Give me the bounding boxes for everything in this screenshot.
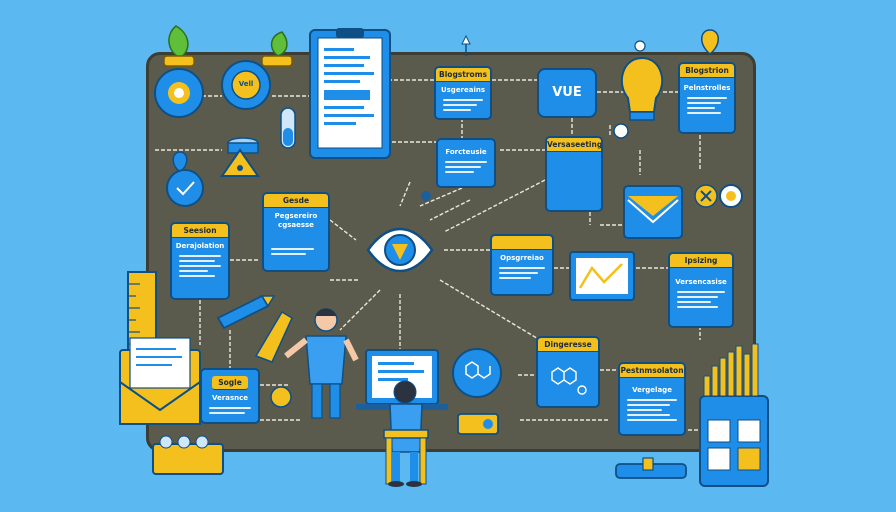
node-pestnmsolaton: Pestnmsolaton Vergelage xyxy=(618,362,686,436)
gauge-icon xyxy=(271,387,291,407)
node-dingeresse: Dingeresse xyxy=(536,336,600,408)
node-text-lines xyxy=(687,97,727,114)
node-header: Seesion xyxy=(172,224,228,238)
envelope-icon xyxy=(120,338,200,424)
marker-icon xyxy=(462,36,470,56)
node-text-lines xyxy=(209,407,251,414)
test-tube-icon xyxy=(281,108,295,148)
node-title: Vergelage xyxy=(620,386,684,395)
node-text-lines xyxy=(677,291,725,308)
vue-badge-label: VUE xyxy=(552,85,582,100)
node-title: Pelnstrolles xyxy=(680,84,734,93)
vue-logo-badge: VUE xyxy=(537,68,597,118)
trend-card-icon xyxy=(570,252,634,300)
node-header xyxy=(492,236,552,250)
node-opsgrreiao: Opsgrreiao xyxy=(490,234,554,296)
toggle-icon xyxy=(458,414,498,434)
node-seesion: Seesion Derajolation xyxy=(170,222,230,300)
molecule-icon xyxy=(453,349,501,397)
network-icon xyxy=(538,352,598,404)
node-header: Ipsizing xyxy=(670,254,732,268)
node-header: Blogstroms xyxy=(436,68,490,82)
node-text-lines xyxy=(443,99,483,111)
node-text-lines xyxy=(271,248,321,255)
slider-icon xyxy=(616,458,686,478)
node-versaseeting: Versaseeting xyxy=(545,136,603,212)
node-title: Derajolation xyxy=(172,242,228,251)
chest-icon xyxy=(153,436,223,474)
node-title: Versencasise xyxy=(670,278,732,287)
node-header: Blogstrion xyxy=(680,64,734,78)
lightbulb-icon xyxy=(622,41,662,120)
person-figure xyxy=(256,309,356,419)
hub-label: Vell xyxy=(236,80,256,88)
node-blogstroms: Blogstroms Usgereains xyxy=(434,66,492,120)
node-text-lines xyxy=(179,255,221,277)
node-text-lines xyxy=(445,161,487,173)
clipboard-document-icon xyxy=(310,28,390,158)
node-title: Opsgrreiao xyxy=(492,254,552,263)
node-header: Dingeresse xyxy=(538,338,598,352)
node-forcteusie: Forcteusie xyxy=(436,138,496,188)
node-text-lines xyxy=(627,399,677,421)
plant-icon xyxy=(262,32,292,66)
check-circle-icon xyxy=(167,170,203,206)
node-title: Usgereains xyxy=(436,86,490,95)
node-title: Verasnce xyxy=(202,394,258,403)
node-sogle: Sogle Verasnce xyxy=(200,368,260,424)
node-title: Forcteusie xyxy=(438,148,494,157)
node-header: Gesde xyxy=(264,194,328,208)
cylinder-icon xyxy=(228,138,258,153)
dot-icon xyxy=(421,191,431,201)
location-pin-icon xyxy=(173,152,187,172)
location-pin-icon xyxy=(702,30,719,54)
eye-icon xyxy=(368,229,432,271)
tool-icon xyxy=(695,185,742,207)
folder-chart-icon xyxy=(700,344,768,486)
plant-icon xyxy=(155,26,203,117)
node-gesde: Gesde Pegsereiro cgsaesse xyxy=(262,192,330,272)
envelope-icon xyxy=(624,186,682,238)
node-blogstrion: Blogstrion Pelnstrolles xyxy=(678,62,736,134)
magnifier-icon xyxy=(614,124,628,138)
node-header: Pestnmsolaton xyxy=(620,364,684,378)
node-header: Sogle xyxy=(212,376,248,390)
warning-icon xyxy=(222,150,258,176)
pencil-icon xyxy=(218,296,274,328)
node-header: Versaseeting xyxy=(547,138,601,152)
node-text-lines xyxy=(499,267,545,279)
node-ipsizing: Ipsizing Versencasise xyxy=(668,252,734,328)
node-title: Pegsereiro cgsaesse xyxy=(264,212,328,230)
